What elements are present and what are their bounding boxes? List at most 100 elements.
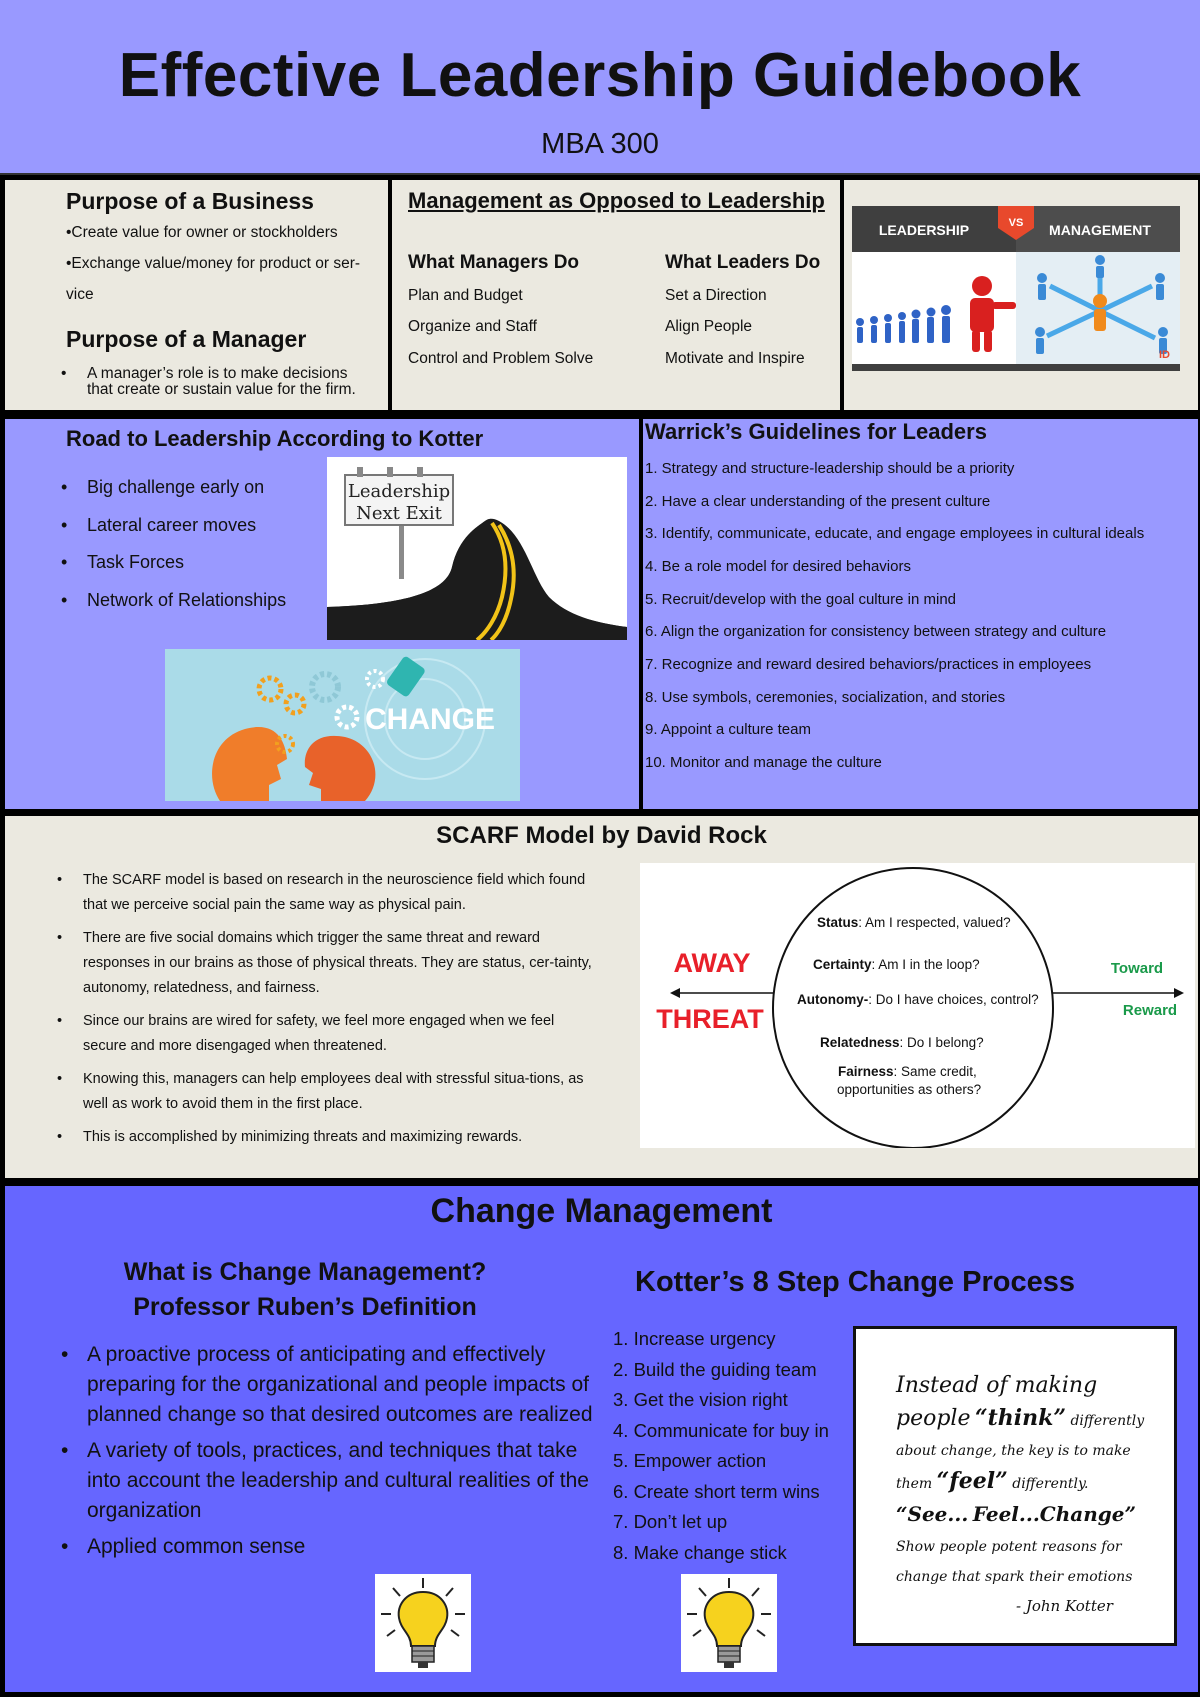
reward-label: Reward (1123, 1002, 1177, 1019)
leadership-vs-management-image: VS LEADERSHIP MANAGEMENT (852, 206, 1180, 371)
kotter-steps-heading: Kotter’s 8 Step Change Process (635, 1266, 1075, 1298)
certainty-line: Certainty: Am I in the loop? (813, 957, 980, 972)
quote-text: Instead of making people (896, 1373, 1098, 1431)
header: Effective Leadership Guidebook MBA 300 (0, 0, 1200, 175)
fairness-key: Fairness (838, 1064, 894, 1079)
leaders-heading: What Leaders Do (665, 252, 821, 273)
scarf-bullets: The SCARF model is based on research in … (57, 868, 597, 1150)
warrick-item: 1. Strategy and structure-leadership sho… (645, 460, 1015, 477)
definition-heading-1: What is Change Management? (123, 1258, 487, 1286)
list-item: Task Forces (61, 544, 286, 582)
business-item: •Create value for owner or stockholders (66, 224, 338, 241)
list-item: A proactive process of anticipating and … (61, 1340, 596, 1430)
list-item: 1. Increase urgency (613, 1328, 776, 1349)
kotter-road-heading: Road to Leadership According to Kotter (66, 426, 484, 451)
warrick-item: 9. Appoint a culture team (645, 721, 811, 738)
leadership-label: LEADERSHIP (879, 222, 969, 238)
list-item: Big challenge early on (61, 469, 286, 507)
purpose-panel: Purpose of a Business •Create value for … (5, 180, 388, 410)
lightbulb-icon (681, 1574, 777, 1672)
list-item: This is accomplished by minimizing threa… (57, 1125, 597, 1150)
change-word: CHANGE (365, 703, 495, 736)
corner-mark: ID (1159, 349, 1170, 361)
business-item: vice (66, 286, 94, 303)
warrick-heading: Warrick’s Guidelines for Leaders (645, 419, 987, 444)
quote-emphasis: “See... (896, 1502, 969, 1526)
status-value: : Am I respected, valued? (858, 915, 1010, 930)
list-item: Since our brains are wired for safety, w… (57, 1009, 597, 1059)
leaders-item: Motivate and Inspire (665, 350, 805, 367)
warrick-item: 3. Identify, communicate, educate, and e… (645, 525, 1145, 542)
warrick-item: 10. Monitor and manage the culture (645, 754, 882, 771)
list-item: There are five social domains which trig… (57, 926, 597, 1001)
management-label: MANAGEMENT (1049, 222, 1151, 238)
fairness-line-2: opportunities as others? (837, 1082, 981, 1097)
definition-heading-2: Professor Ruben’s Definition (133, 1293, 477, 1321)
mgmt-vs-leadership-panel: Management as Opposed to Leadership What… (392, 180, 840, 410)
list-item: A variety of tools, practices, and techn… (61, 1436, 596, 1526)
warrick-item: 5. Recruit/develop with the goal culture… (645, 591, 957, 608)
list-item: 2. Build the guiding team (613, 1358, 817, 1380)
warrick-item: 8. Use symbols, ceremonies, socializatio… (645, 689, 1006, 706)
list-item: 7. Don’t let up (613, 1511, 728, 1532)
business-item: •Exchange value/money for product or ser… (66, 255, 361, 272)
change-heads-image: CHANGE (165, 649, 520, 801)
list-item: Network of Relationships (61, 582, 286, 620)
list-item: 4. Communicate for buy in (613, 1419, 829, 1441)
relatedness-line: Relatedness: Do I belong? (820, 1035, 984, 1050)
quote-emphasis: “think” (974, 1405, 1067, 1431)
warrick-item: 2. Have a clear understanding of the pre… (645, 493, 991, 510)
leaders-item: Set a Direction (665, 287, 767, 304)
threat-label: THREAT (656, 1004, 764, 1034)
autonomy-line: Autonomy-: Do I have choices, control? (797, 992, 1039, 1007)
toward-label: Toward (1111, 960, 1163, 977)
page-subtitle: MBA 300 (541, 128, 659, 160)
manager-purpose-list: A manager’s role is to make decisions th… (61, 366, 361, 398)
kotter-steps-list: 1. Increase urgency 2. Build the guiding… (613, 1324, 829, 1568)
kotter-road-panel: Road to Leadership According to Kotter B… (5, 419, 639, 809)
managers-item: Plan and Budget (408, 287, 523, 304)
warrick-item: 4. Be a role model for desired behaviors (645, 558, 911, 575)
scarf-heading: SCARF Model by David Rock (436, 822, 767, 849)
list-item: A manager’s role is to make decisions th… (61, 366, 361, 398)
leadership-road-image: Leadership Next Exit (327, 457, 627, 640)
managers-item: Control and Problem Solve (408, 350, 594, 367)
manager-purpose-heading: Purpose of a Manager (66, 326, 307, 352)
quote-author: - John Kotter (1016, 1597, 1113, 1615)
sign-line-1: Leadership (348, 481, 450, 502)
warrick-panel: Warrick’s Guidelines for Leaders 1. Stra… (643, 419, 1198, 809)
scarf-panel: SCARF Model by David Rock The SCARF mode… (5, 816, 1198, 1178)
quote-text: differently about change, the key is to … (896, 1413, 1145, 1459)
managers-heading: What Managers Do (408, 252, 580, 273)
scarf-diagram: AWAY THREAT Toward Reward Status: Am I r… (640, 863, 1195, 1148)
kotter-road-list: Big challenge early on Lateral career mo… (61, 469, 286, 619)
sign-line-2: Next Exit (356, 503, 443, 524)
quote-text: Show people (896, 1539, 987, 1555)
autonomy-value: : Do I have choices, control? (868, 992, 1038, 1007)
fairness-line: Fairness: Same credit, (838, 1064, 977, 1079)
list-item: 8. Make change stick (613, 1541, 787, 1563)
change-management-panel: Change Management What is Change Managem… (5, 1186, 1198, 1692)
mgmt-vs-lead-heading: Management as Opposed to Leadership (408, 188, 825, 213)
warrick-item: 7. Recognize and reward desired behavior… (645, 656, 1092, 673)
list-item: Knowing this, managers can help employee… (57, 1067, 597, 1117)
list-item: Lateral career moves (61, 507, 286, 545)
business-purpose-heading: Purpose of a Business (66, 188, 314, 214)
list-item: 5. Empower action (613, 1450, 767, 1471)
autonomy-key: Autonomy- (797, 992, 868, 1007)
quote-text: potent reasons for change that spark the… (896, 1539, 1122, 1585)
definition-list: A proactive process of anticipating and … (61, 1340, 596, 1562)
relatedness-value: : Do I belong? (900, 1035, 984, 1050)
lightbulb-icon (375, 1574, 471, 1672)
vs-label: VS (1009, 217, 1024, 229)
page-title: Effective Leadership Guidebook (118, 41, 1082, 110)
list-item: 6. Create short term wins (613, 1480, 820, 1502)
leadership-vs-management-panel: VS LEADERSHIP MANAGEMENT (844, 180, 1198, 410)
quote-emphasis: “feel” (936, 1468, 1008, 1494)
warrick-item: 6. Align the organization for consistenc… (645, 623, 1107, 640)
certainty-key: Certainty (813, 957, 872, 972)
kotter-quote-box: Instead of making people “think” differe… (853, 1326, 1177, 1646)
quote-emphasis: Feel...Change” (972, 1502, 1136, 1526)
quote-text: differently. (1012, 1476, 1089, 1492)
away-label: AWAY (673, 948, 750, 978)
